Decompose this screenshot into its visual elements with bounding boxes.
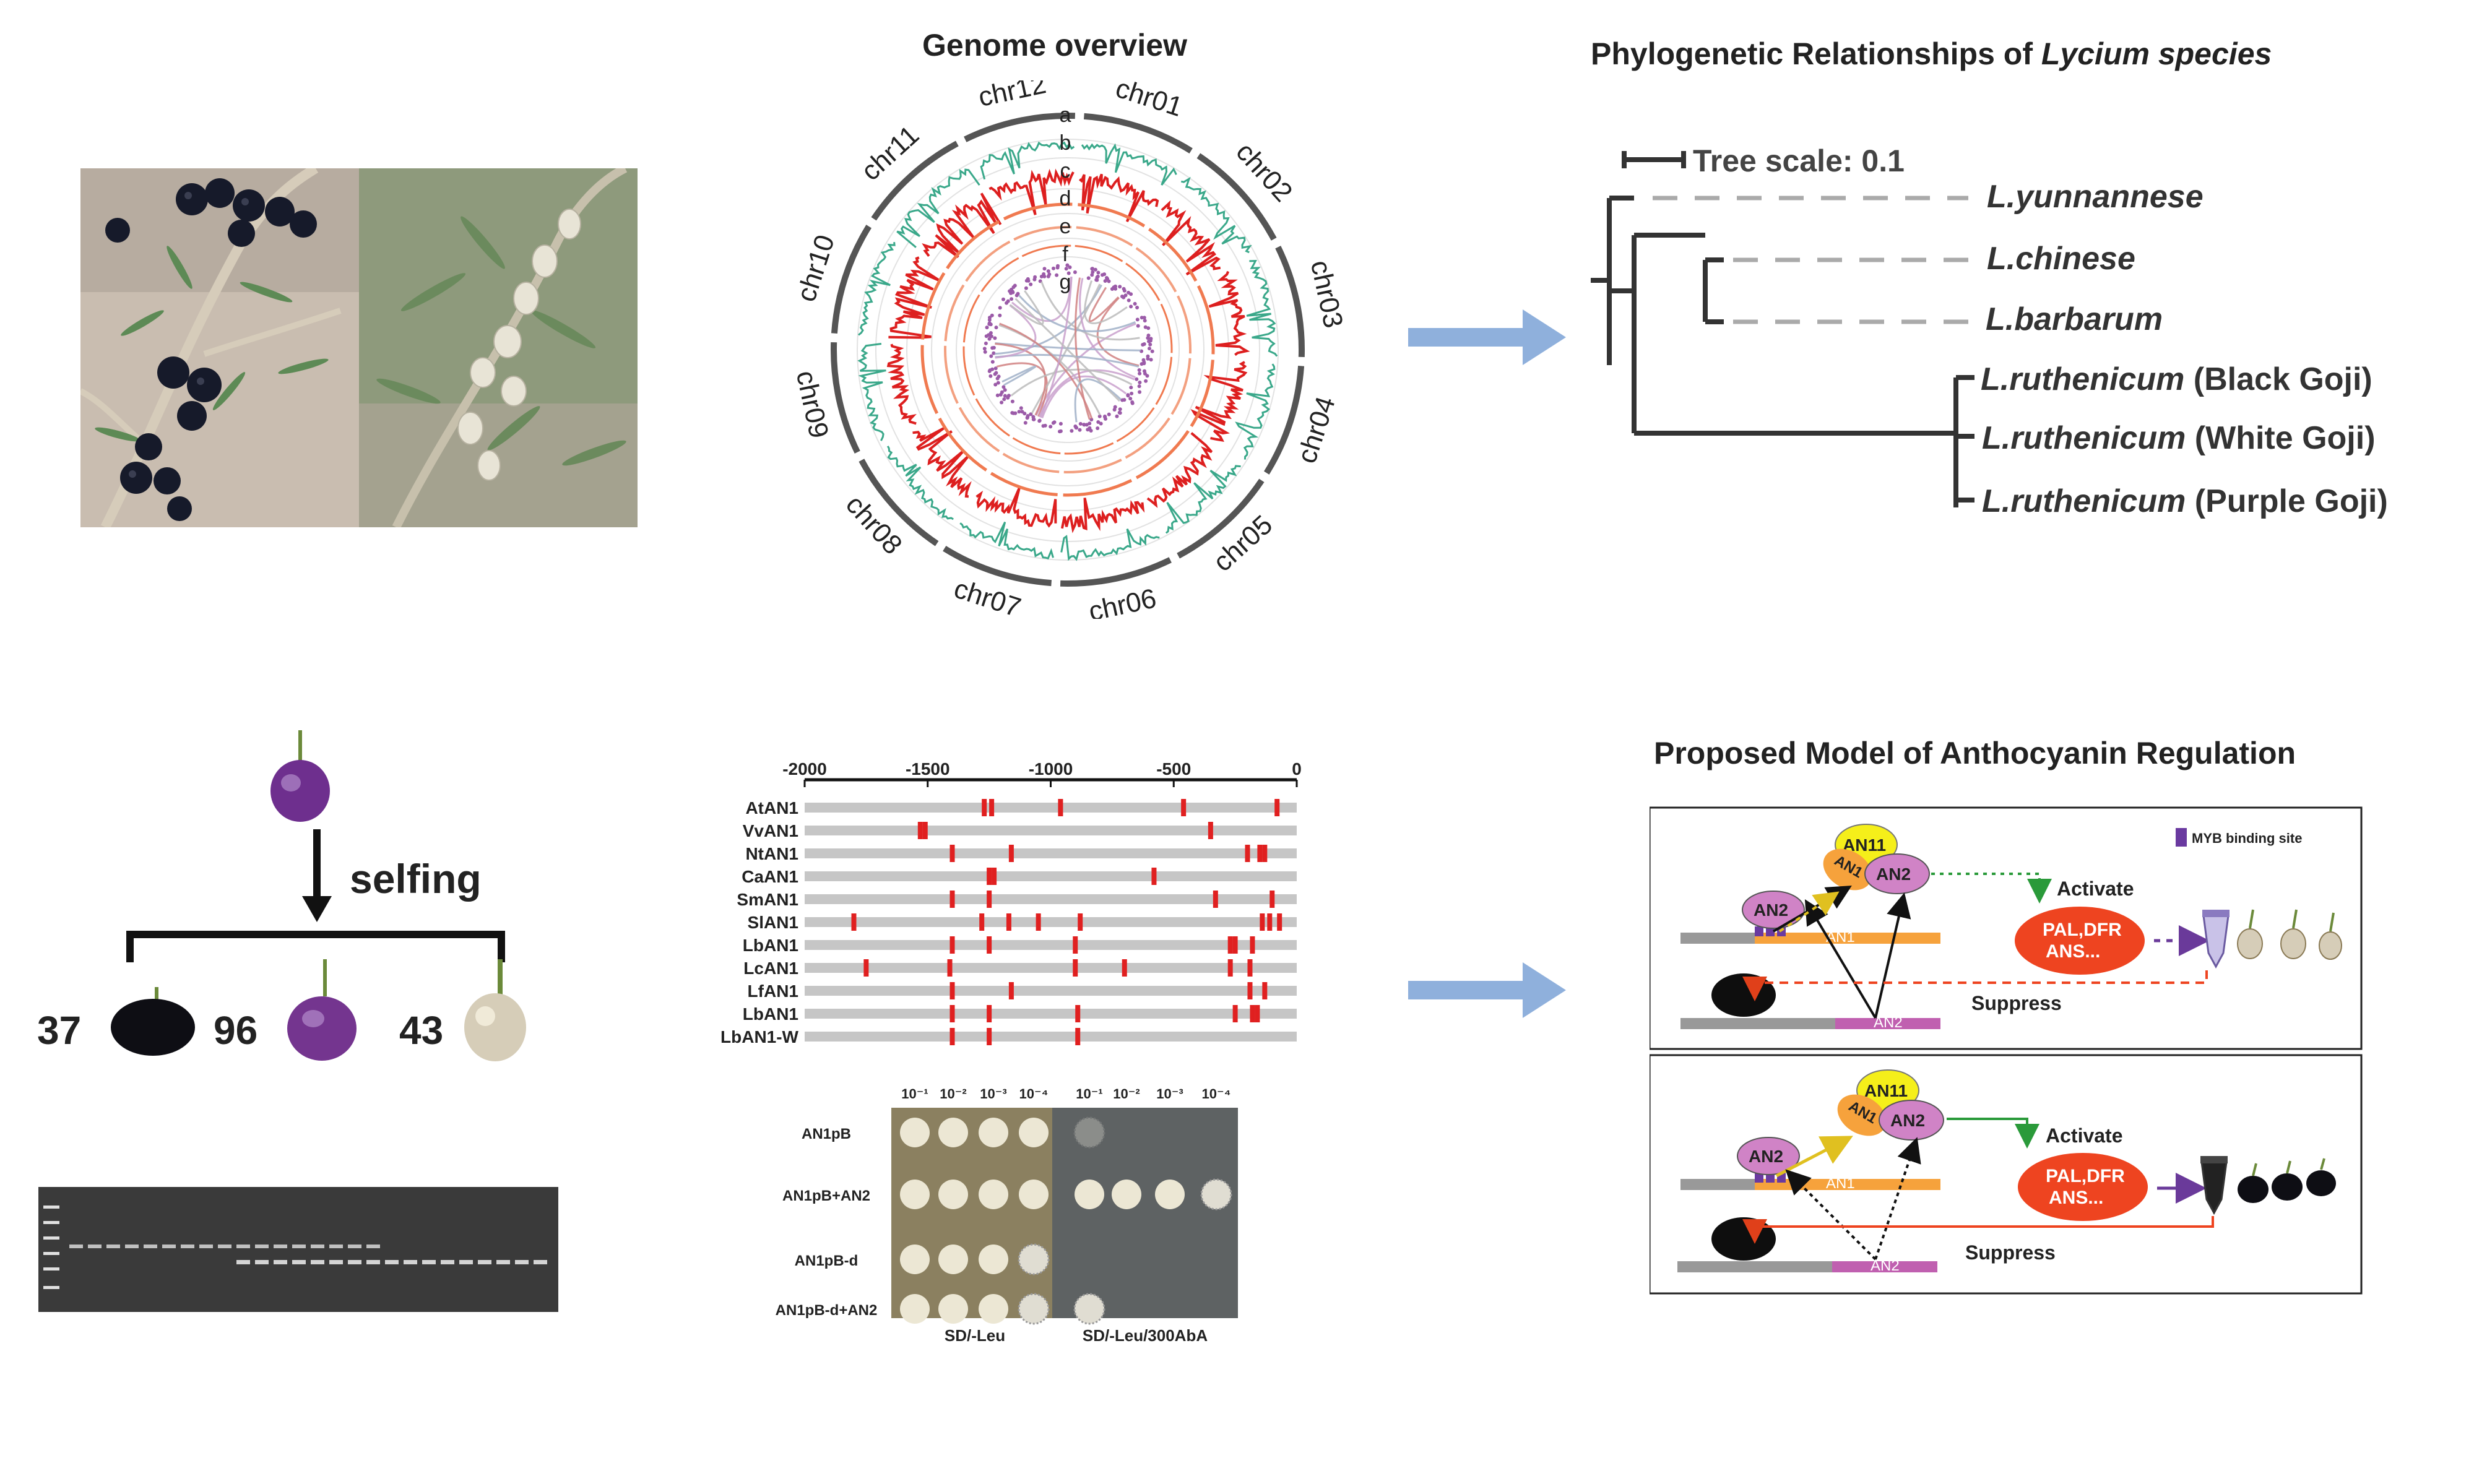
taxon-label: L.yunnannese [1987, 179, 2204, 215]
svg-text:Suppress: Suppress [1971, 992, 2062, 1014]
chromosome-label: chr05 [1208, 509, 1279, 577]
chromosome-label: chr09 [790, 368, 834, 441]
chromosome-label: chr02 [1230, 137, 1298, 208]
svg-text:AN2: AN2 [1874, 1014, 1903, 1031]
chromosome-label: chr06 [1086, 583, 1159, 619]
gene-label: LfAN1 [748, 981, 798, 1001]
axis-tick-label: -500 [1156, 761, 1191, 779]
svg-text:PAL,DFR: PAL,DFR [2043, 920, 2122, 940]
chromosome-label: chr03 [1305, 257, 1349, 330]
dilution-label: 10⁻² [940, 1086, 966, 1102]
yeast-row-label: AN1pB+AN2 [782, 1188, 870, 1204]
taxon-label: L.ruthenicum (Black Goji) [1981, 361, 2372, 397]
chromosome-label: chr10 [791, 231, 841, 306]
black-goji-photo [80, 168, 359, 527]
arrow-right-icon [1408, 962, 1566, 1018]
arrow-right-icon [1408, 309, 1566, 365]
axis-tick-label: 0 [1292, 761, 1302, 779]
yeast-assay: 10⁻¹ 10⁻² 10⁻³ 10⁻⁴ 10⁻¹ 10⁻² 10⁻³ 10⁻⁴ AN1pB AN1… [776, 1086, 1238, 1345]
circos-plot: chr01chr02chr03chr04chr05chr06chr07chr08… [790, 80, 1349, 619]
promoter-map: -2000 -1500 -1000 -500 0 AtAN1VvAN1NtAN1CaAN… [720, 761, 1302, 1046]
dilution-label: 10⁻² [1113, 1086, 1140, 1102]
tree-scale-label: Tree scale: 0.1 [1693, 144, 1905, 178]
axis-tick-label: -2000 [782, 761, 827, 779]
svg-text:AN2: AN2 [1876, 865, 1911, 884]
gene-label: SmAN1 [737, 890, 798, 909]
svg-text:Suppress: Suppress [1965, 1241, 2056, 1264]
dilution-label: 10⁻⁴ [1019, 1086, 1049, 1102]
white-goji-photo [359, 168, 638, 527]
taxon-label: L.ruthenicum (White Goji) [1982, 420, 2376, 456]
cross-diagram: selfing 37 96 43 [37, 730, 526, 1061]
chromosome-label: chr08 [840, 490, 908, 561]
svg-text:PAL,DFR: PAL,DFR [2046, 1166, 2125, 1186]
svg-text:AN2: AN2 [1871, 1258, 1900, 1274]
track-label: f [1062, 243, 1068, 266]
gene-label: CaAN1 [742, 867, 798, 886]
yeast-row-label: AN1pB [802, 1126, 851, 1142]
model-title: Proposed Model of Anthocyanin Regulation [1654, 736, 2296, 770]
track-label: g [1060, 270, 1071, 294]
dilution-label: 10⁻¹ [1076, 1086, 1102, 1102]
track-label: d [1060, 187, 1071, 210]
gene-label: LbAN1 [743, 936, 798, 955]
model-diagram: MYB binding site AN1 AN2 AN2 AN11 AN1 AN… [1650, 806, 2363, 1295]
svg-text:Activate: Activate [2046, 1124, 2123, 1147]
svg-text:AN1: AN1 [1826, 1175, 1855, 1192]
medium-label: SD/-Leu/300AbA [1083, 1326, 1208, 1345]
yeast-row-label: AN1pB-d [795, 1253, 859, 1269]
svg-text:Activate: Activate [2057, 878, 2134, 900]
gel-image [38, 1187, 558, 1312]
gene-label: VvAN1 [743, 821, 798, 840]
medium-label: SD/-Leu [945, 1326, 1005, 1345]
gene-label: LbAN1-W [720, 1027, 799, 1046]
gene-label: LcAN1 [743, 959, 798, 978]
svg-text:AN2: AN2 [1890, 1111, 1925, 1130]
svg-text:AN2: AN2 [1749, 1147, 1783, 1166]
svg-text:ANS...: ANS... [2046, 941, 2100, 962]
legend-label: MYB binding site [2192, 830, 2302, 846]
track-label: e [1060, 215, 1071, 238]
gene-label: AtAN1 [745, 798, 798, 817]
phylo-title: Phylogenetic Relationships of Lycium spe… [1591, 37, 2272, 71]
selfing-label: selfing [350, 856, 482, 902]
axis-tick-label: -1000 [1029, 761, 1073, 779]
axis-tick-label: -1500 [906, 761, 950, 779]
offspring-count-white: 43 [399, 1008, 443, 1053]
offspring-count-black: 37 [37, 1008, 81, 1053]
gene-label: LbAN1 [743, 1004, 798, 1024]
svg-text:AN11: AN11 [1864, 1081, 1908, 1100]
taxon-label: L.ruthenicum (Purple Goji) [1982, 483, 2388, 519]
chromosome-label: chr04 [1291, 393, 1341, 467]
phylo-tree: Tree scale: 0.1 L.yunnanneseL.chineseL.b… [1591, 144, 2388, 519]
dilution-label: 10⁻³ [980, 1086, 1006, 1102]
svg-text:ANS...: ANS... [2049, 1188, 2103, 1208]
chromosome-label: chr01 [1112, 80, 1187, 123]
gene-label: NtAN1 [745, 844, 798, 863]
offspring-count-purple: 96 [214, 1008, 257, 1053]
genome-title: Genome overview [922, 28, 1187, 63]
track-label: a [1060, 103, 1071, 127]
chromosome-label: chr12 [975, 80, 1049, 113]
track-label: b [1060, 131, 1071, 155]
dilution-label: 10⁻¹ [901, 1086, 928, 1102]
gene-label: SlAN1 [748, 913, 798, 932]
dilution-label: 10⁻³ [1156, 1086, 1183, 1102]
track-label: c [1060, 159, 1071, 183]
yeast-row-label: AN1pB-d+AN2 [776, 1302, 878, 1319]
taxon-label: L.chinese [1987, 241, 2135, 277]
taxon-label: L.barbarum [1986, 301, 2163, 337]
dilution-label: 10⁻⁴ [1202, 1086, 1231, 1102]
svg-text:AN2: AN2 [1754, 900, 1788, 920]
